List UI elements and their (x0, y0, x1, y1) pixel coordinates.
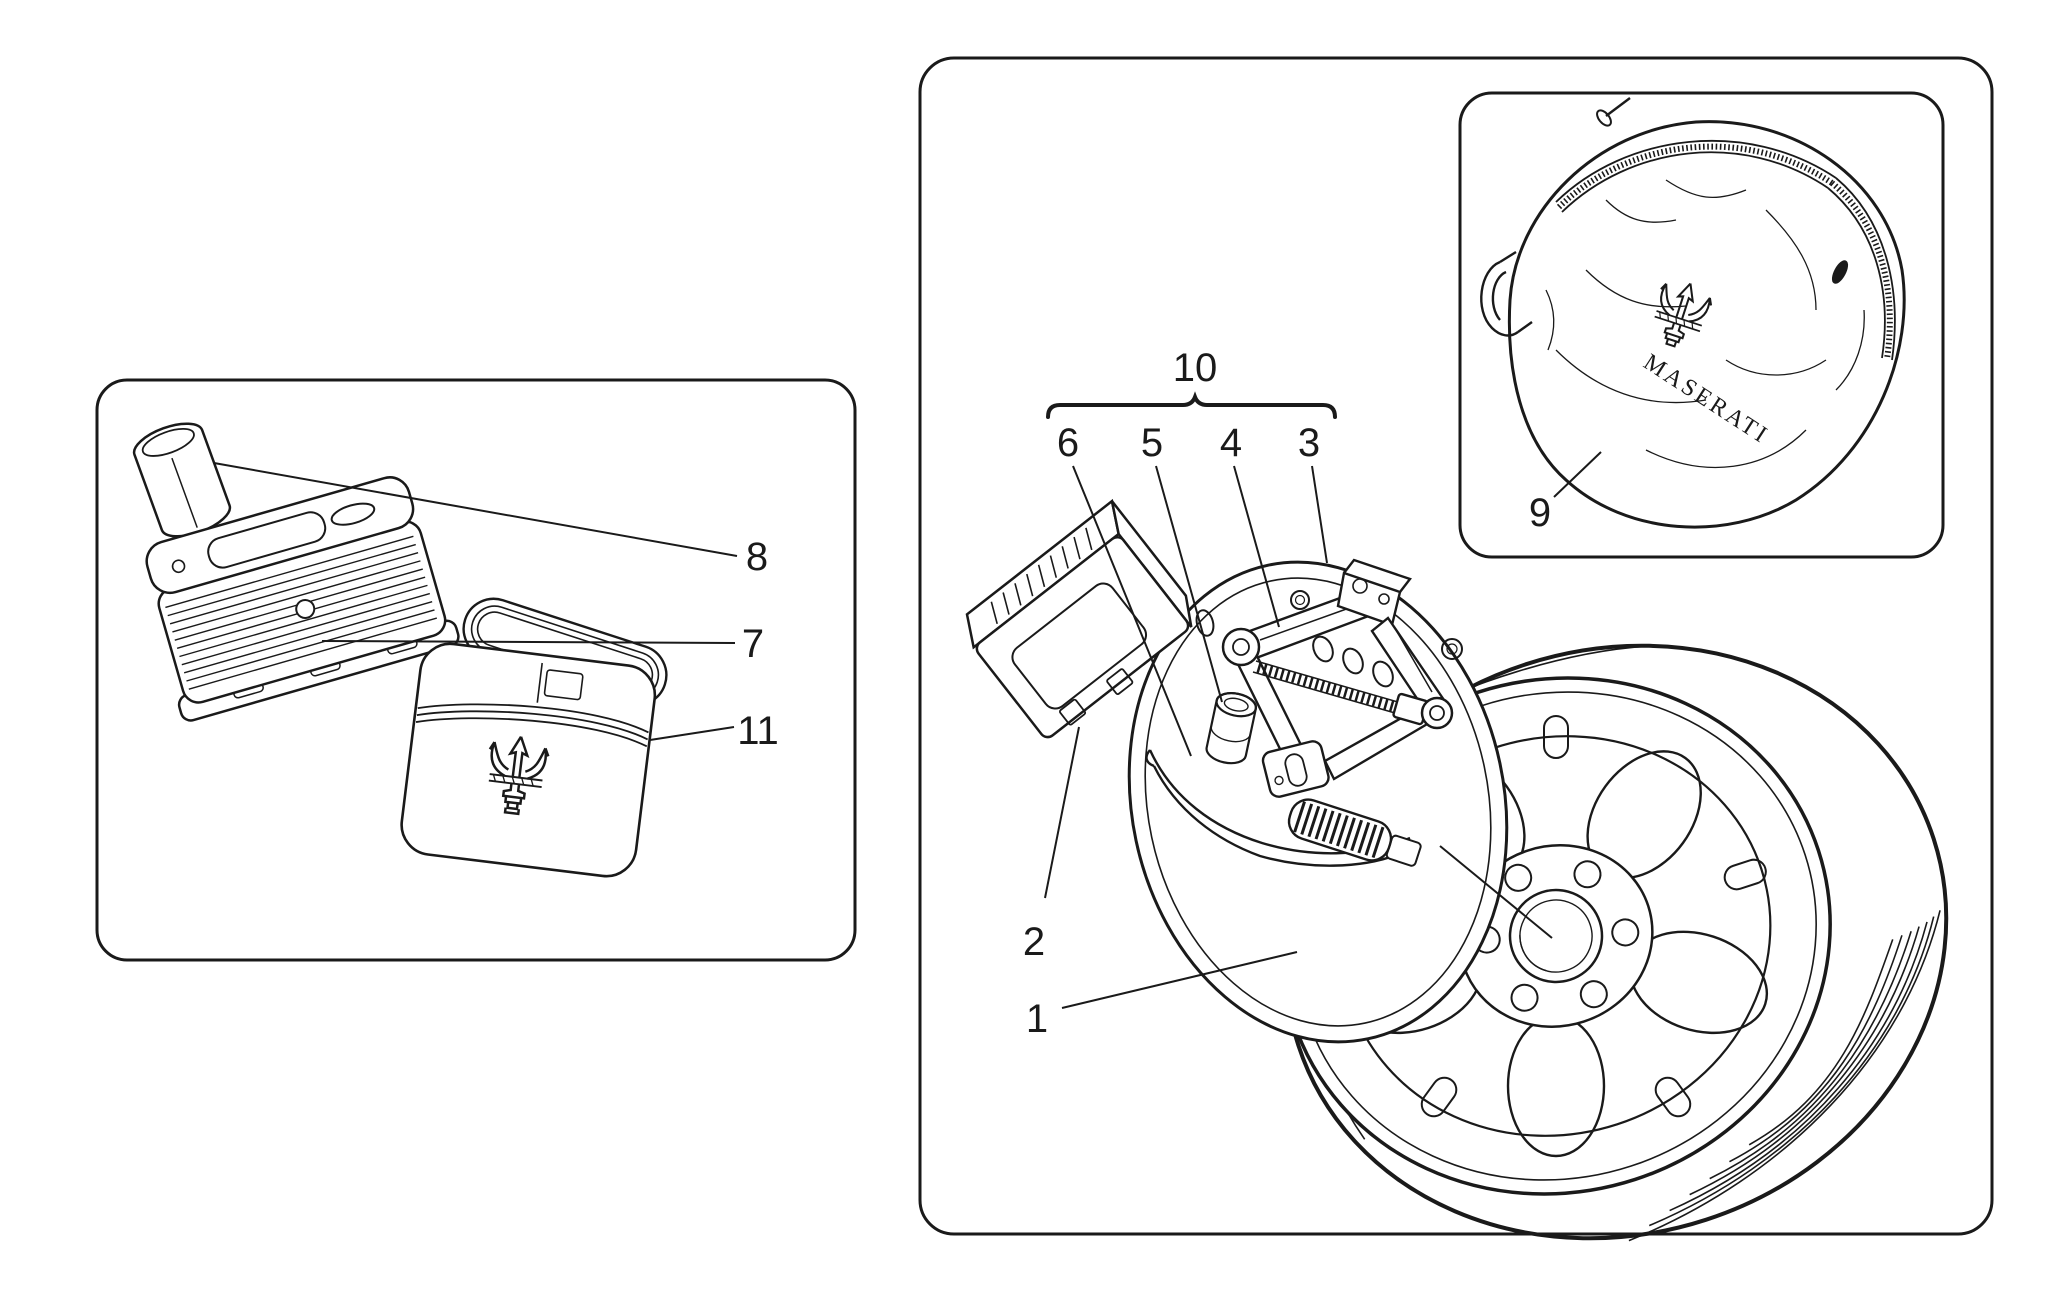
callout-9: 9 (1529, 491, 1551, 535)
scissor-jack-drawing (1221, 558, 1454, 798)
bag-inset-frame (1458, 91, 1945, 559)
bag-wrinkles (1545, 179, 1865, 468)
leader-11 (649, 726, 735, 741)
leader-lines (213, 391, 1602, 1009)
sealant-canister-drawing (132, 422, 232, 538)
callout-10: 10 (1173, 346, 1218, 390)
group-bracket-10 (1046, 391, 1337, 419)
leader-2 (1044, 726, 1080, 899)
maserati-trident-icon (1654, 282, 1713, 348)
callout-labels: 1 2 3 4 5 6 7 8 9 10 11 (737, 346, 1551, 1041)
coil-grip-drawing (1287, 798, 1422, 867)
callout-1: 1 (1026, 997, 1048, 1041)
maserati-trident-icon (488, 736, 550, 816)
leader-3 (1311, 465, 1328, 564)
leader-4 (1233, 465, 1280, 628)
tool-case-drawing (400, 642, 657, 878)
tow-hook-drawing (1205, 692, 1258, 765)
bag-handle (1480, 250, 1533, 337)
right-panel-frame (918, 56, 1994, 1236)
leader-6 (1072, 465, 1192, 757)
wheel-cover-bag-drawing: MASERATI (1480, 97, 1906, 529)
left-panel-frame (95, 378, 857, 962)
callout-4: 4 (1220, 421, 1242, 465)
bag-zipper (1555, 97, 1896, 361)
leader-1 (1061, 951, 1298, 1009)
callout-2: 2 (1023, 920, 1045, 964)
leader-5 (1155, 465, 1223, 703)
compressor-unit-drawing (965, 498, 1193, 739)
callout-5: 5 (1141, 421, 1163, 465)
callout-6: 6 (1057, 421, 1079, 465)
callout-7: 7 (742, 622, 764, 666)
callout-8: 8 (746, 535, 768, 579)
jack-tray-drawing (1127, 558, 1509, 1044)
compressor-drawing (145, 476, 460, 722)
leader-7 (321, 640, 736, 644)
leader-9 (1553, 451, 1602, 498)
leader-8 (213, 462, 738, 557)
callout-11: 11 (737, 709, 779, 753)
hub-alignment-line (1439, 845, 1553, 939)
callout-3: 3 (1298, 421, 1320, 465)
